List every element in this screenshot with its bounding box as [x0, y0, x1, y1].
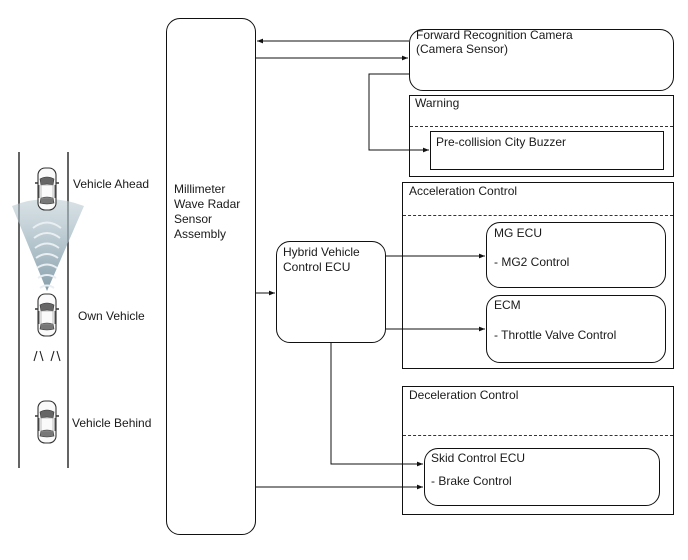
skid-ecu-box: [424, 448, 660, 506]
hybrid-ecu-label: Hybrid Vehicle Control ECU: [283, 245, 360, 274]
camera-box: [409, 29, 674, 91]
vehicle-behind-label: Vehicle Behind: [72, 416, 152, 430]
arrow-hybrid-to-skid: [330, 343, 423, 467]
buzzer-box: [430, 131, 664, 170]
arrow-camera-to-buzzer: [368, 73, 429, 153]
radar-sensor-label: Millimeter Wave Radar Sensor Assembly: [174, 182, 241, 241]
acceleration-divider: [403, 215, 673, 216]
ecm-box: [486, 295, 666, 363]
motion-lines-icon: [33, 350, 61, 362]
vehicle-ahead-label: Vehicle Ahead: [73, 177, 150, 191]
camera-label-line2: (Camera Sensor): [416, 42, 509, 56]
warning-title: Warning: [415, 96, 460, 110]
warning-divider: [410, 126, 673, 127]
mg-ecu-item: - MG2 Control: [494, 255, 570, 269]
hybrid-ecu-box: [276, 241, 386, 343]
deceleration-divider: [403, 435, 673, 436]
buzzer-label: Pre-collision City Buzzer: [436, 135, 567, 149]
camera-label-line1: Forward Recognition Camera: [416, 28, 573, 42]
ecm-title: ECM: [494, 298, 521, 312]
mg-ecu-title: MG ECU: [494, 226, 542, 240]
mg-ecu-box: [486, 222, 666, 288]
deceleration-title: Deceleration Control: [409, 388, 519, 402]
own-vehicle-label: Own Vehicle: [78, 309, 145, 323]
acceleration-title: Acceleration Control: [409, 184, 518, 198]
skid-ecu-item: - Brake Control: [431, 474, 512, 488]
skid-ecu-title: Skid Control ECU: [431, 451, 526, 465]
radar-sensor-box: [166, 18, 256, 535]
radar-beam-icon: [12, 199, 84, 291]
ecm-item: - Throttle Valve Control: [494, 328, 617, 342]
